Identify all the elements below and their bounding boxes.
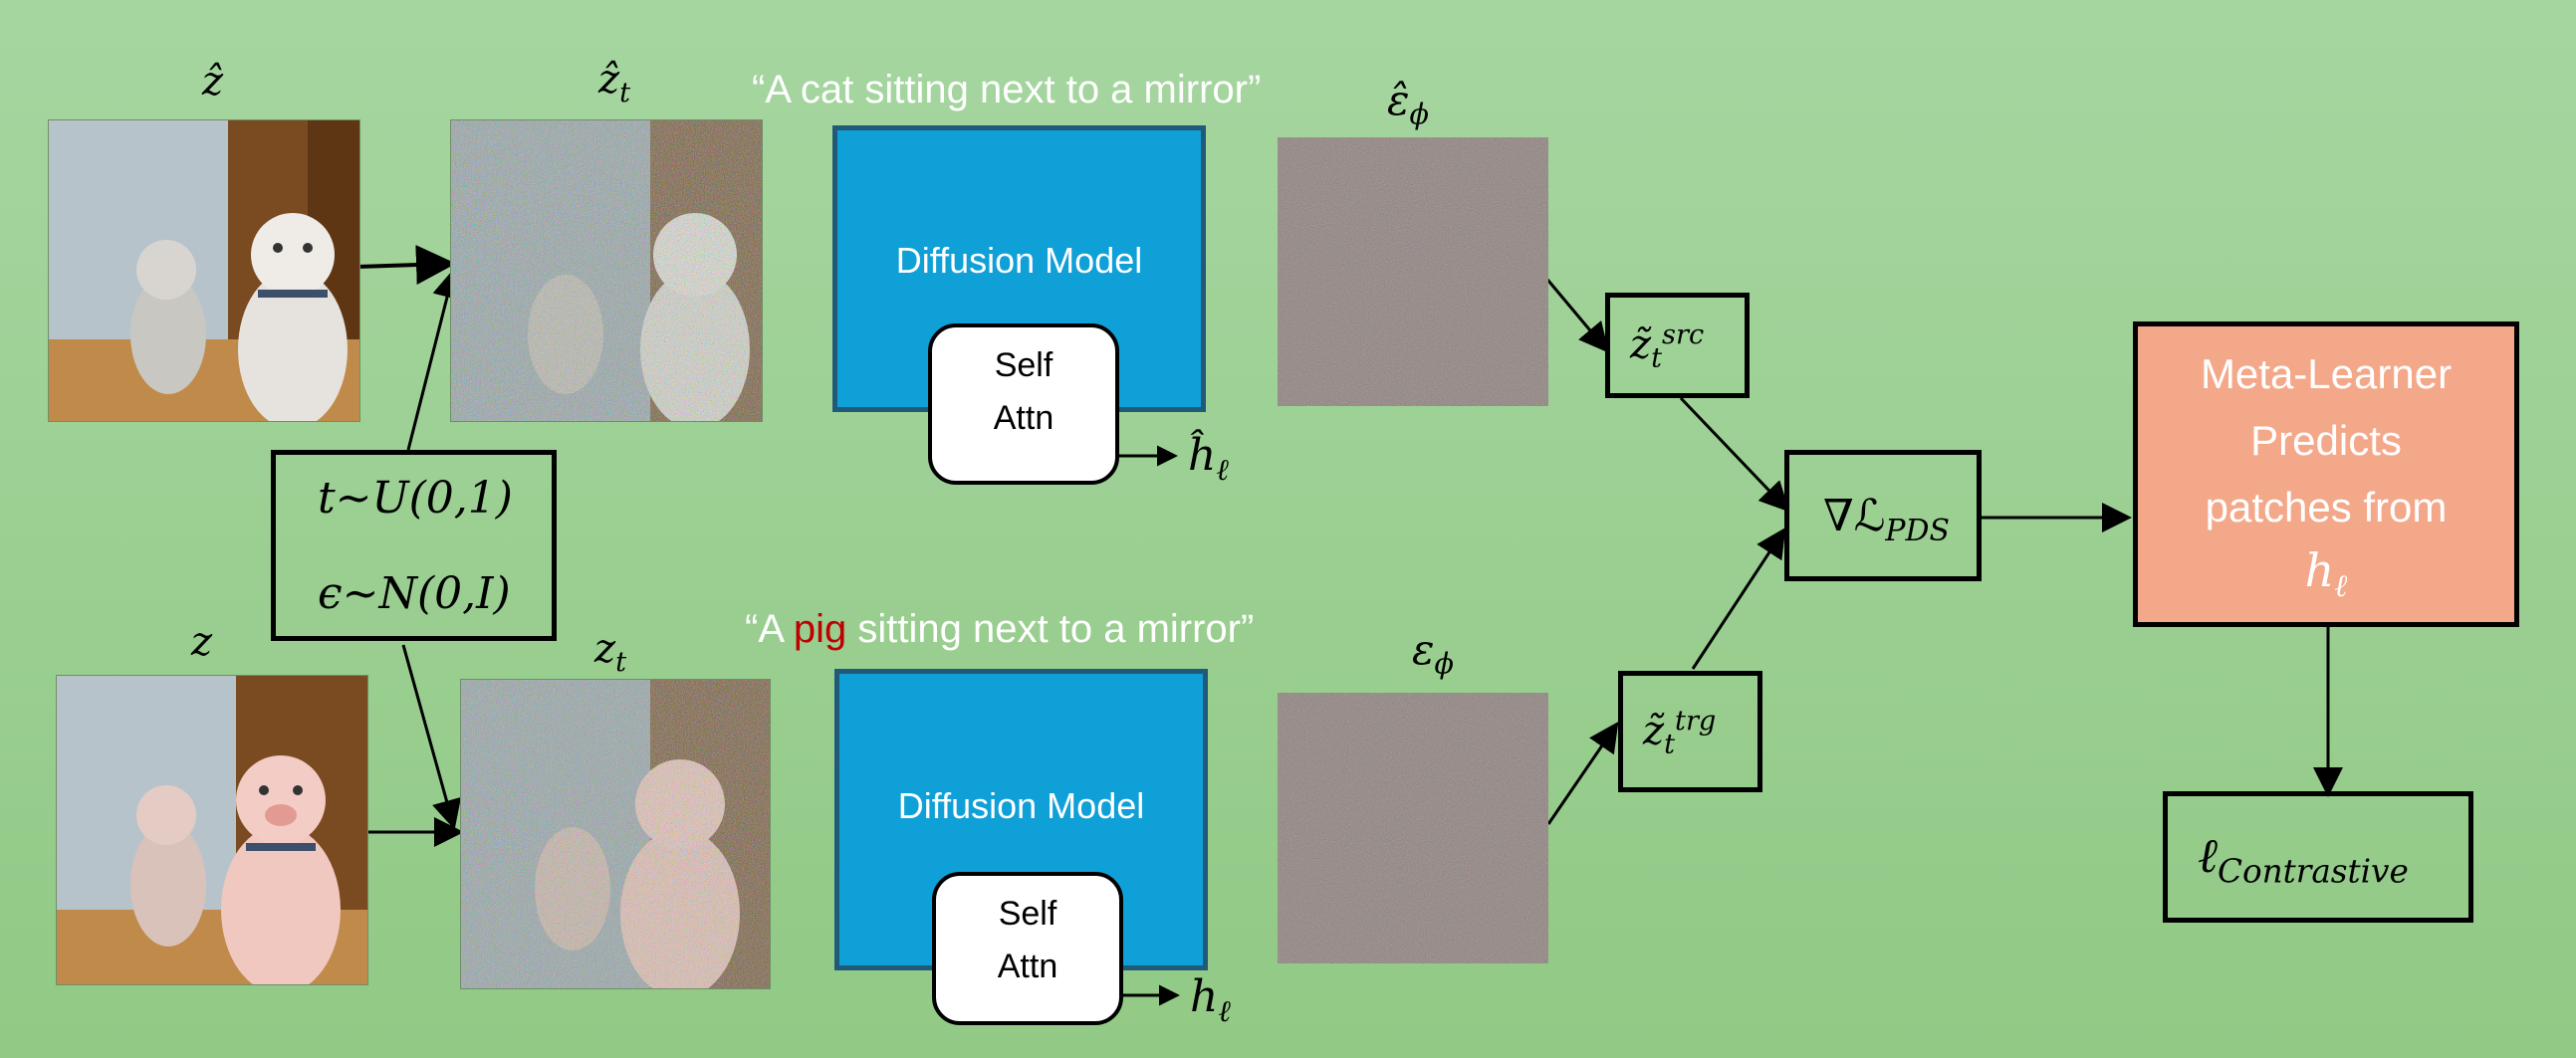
label-h-ell: hℓ <box>1190 971 1231 1029</box>
label-h-hat-ell: ĥℓ <box>1188 430 1229 488</box>
self-attn-bottom: Self Attn <box>932 872 1123 1025</box>
arrow-sampling-to-z-t <box>401 644 462 830</box>
arrow-sampling-to-zhat-t <box>406 268 462 451</box>
z-tilde-src-box: z̃tsrc <box>1605 293 1750 398</box>
sampling-t: t~U(0,1) <box>318 473 513 524</box>
label-ell-contrastive: ℓContrastive <box>2198 828 2409 891</box>
arrow-z-src-to-grad <box>1679 396 1790 513</box>
meta-learner-line-1: Meta-Learner <box>2200 350 2453 397</box>
label-z-tilde-src: z̃tsrc <box>1630 319 1705 374</box>
highlight-word-pig: pig <box>793 607 847 651</box>
label-gradient-pds: ∇ℒPDS <box>1823 491 1951 548</box>
label-z-hat-t: ẑt <box>598 57 631 108</box>
diffusion-model-label: Diffusion Model <box>895 240 1143 281</box>
meta-learner-line-2: Predicts <box>2250 417 2402 465</box>
label-epsilon-hat-phi: ε̂ϕ <box>1387 76 1430 131</box>
contrastive-loss-box: ℓContrastive <box>2163 791 2473 923</box>
arrow-eps-to-z-trg <box>1546 722 1619 825</box>
caption-pig-prompt: “A pig sitting next to a mirror” <box>745 607 1255 651</box>
label-z-hat: ẑ <box>202 59 224 105</box>
meta-learner-box: Meta-Learner Predicts patches from hℓ <box>2133 321 2519 627</box>
meta-learner-h-ell: hℓ <box>2304 542 2348 604</box>
sampling-box: t~U(0,1) ϵ~N(0,I) <box>271 450 557 641</box>
arrow-eps-hat-to-z-src <box>1536 268 1609 353</box>
image-cat-source <box>48 119 360 422</box>
z-tilde-trg-box: z̃ttrg <box>1618 671 1762 792</box>
self-attn-top: Self Attn <box>928 323 1119 485</box>
arrow-zhat-to-zhat-t <box>355 245 456 286</box>
image-pig-target <box>56 675 368 985</box>
label-z-tilde-trg: z̃ttrg <box>1643 706 1717 760</box>
image-noise-prediction-bottom <box>1278 693 1548 963</box>
gradient-pds-box: ∇ℒPDS <box>1784 450 1982 581</box>
sampling-epsilon: ϵ~N(0,I) <box>318 568 511 619</box>
image-noisy-cat <box>450 119 763 422</box>
diffusion-model-label: Diffusion Model <box>897 785 1145 826</box>
label-z-t: zt <box>594 626 627 678</box>
label-z: z <box>191 619 213 665</box>
image-noise-prediction-top <box>1278 137 1548 406</box>
meta-learner-line-3: patches from <box>2205 484 2448 531</box>
arrow-z-trg-to-grad <box>1691 527 1786 670</box>
label-epsilon-phi: εϕ <box>1412 625 1455 681</box>
caption-cat-prompt: “A cat sitting next to a mirror” <box>752 68 1262 111</box>
image-noisy-pig <box>460 679 771 989</box>
